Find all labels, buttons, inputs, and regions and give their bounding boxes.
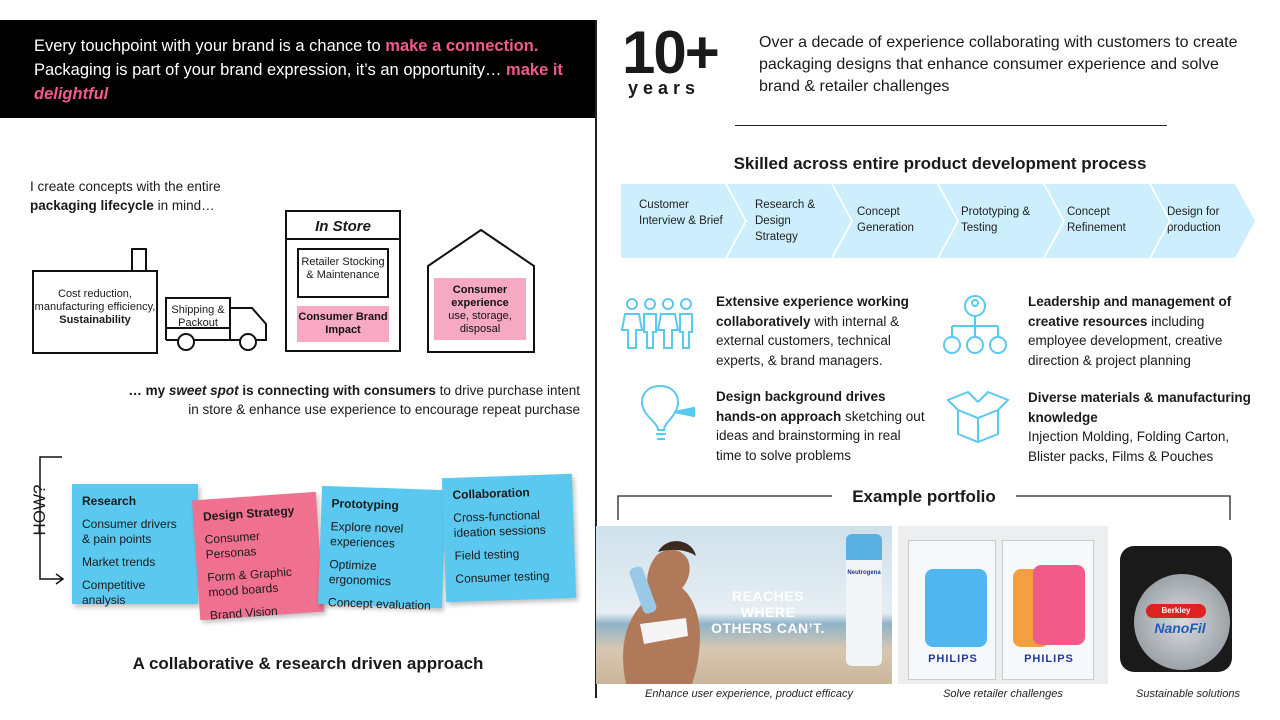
experience-rule: [735, 125, 1167, 126]
portfolio-bracket: [617, 495, 1231, 520]
portfolio-title: Example portfolio: [852, 487, 996, 506]
feature-collaboration: Extensive experience working collaborati…: [716, 294, 909, 368]
process-chevrons: Customer Interview & Brief Research & De…: [621, 184, 1255, 258]
open-box-icon: [946, 390, 1010, 444]
philips-logo: PHILIPS: [928, 653, 978, 665]
feature-leadership: Leadership and management of creative re…: [1028, 294, 1232, 368]
how-label: HOW?: [30, 484, 49, 536]
banner-text-2: Packaging is part of your brand expressi…: [34, 61, 507, 79]
years-unit: years: [628, 78, 701, 98]
portfolio-nanofil-image[interactable]: Berkley NanoFil: [1112, 526, 1252, 684]
column-divider: [595, 20, 597, 698]
house-consumer-experience: Consumer experience use, storage, dispos…: [434, 278, 526, 340]
lightbulb-icon: [640, 384, 695, 440]
process-step: Research & Design Strategy: [727, 184, 851, 258]
process-step: Prototyping & Testing: [939, 184, 1063, 258]
how-label-wrap: HOW?: [20, 478, 60, 548]
berkley-logo: Berkley: [1146, 604, 1206, 618]
process-step: Concept Generation: [833, 184, 957, 258]
philips-pack-blue: PHILIPS: [908, 540, 996, 680]
truck-label: Shipping & Packout: [171, 304, 225, 329]
note-design-strategy: Design Strategy Consumer Personas Form &…: [191, 491, 325, 622]
banner-highlight-make: make it: [506, 61, 563, 79]
factory-chimney: [131, 248, 147, 272]
store-title: In Store: [287, 212, 399, 240]
ad-headline: REACHES WHERE OTHERS CAN’T.: [711, 588, 825, 636]
caption-retailer: Solve retailer challenges: [943, 688, 1063, 700]
philips-logo: PHILIPS: [1024, 653, 1074, 665]
portfolio-philips-image[interactable]: PHILIPS PHILIPS: [898, 526, 1108, 684]
philips-pack-pink: PHILIPS: [1002, 540, 1094, 680]
note-prototyping: Prototyping Explore novel experiences Op…: [317, 485, 447, 613]
nanofil-logo: NanoFil: [1154, 620, 1206, 636]
how-bracket-icon: [39, 456, 65, 585]
note-collaboration: Collaboration Cross-functional ideation …: [441, 473, 577, 603]
feature-materials: Diverse materials & manufacturing knowle…: [1028, 390, 1251, 464]
store-sketch: In Store Retailer Stocking & Maintenance…: [285, 210, 401, 352]
banner-highlight-delightful: delightful: [34, 85, 109, 103]
team-people-icon: [620, 298, 693, 349]
experience-text: Over a decade of experience collaboratin…: [759, 34, 1238, 95]
feature-design-background: Design background drives hands-on approa…: [716, 389, 925, 463]
sunscreen-model-illustration: [623, 541, 700, 684]
process-step: Concept Refinement: [1045, 184, 1169, 258]
org-chart-icon: [943, 295, 1007, 354]
years-number: 10+: [622, 19, 720, 86]
header-banner: Every touchpoint with your brand is a ch…: [0, 20, 595, 118]
factory-sketch: Cost reduction, manufacturing efficiency…: [32, 270, 158, 354]
truck-sketch-icon: [165, 297, 267, 351]
sweet-spot-text: … my sweet spot is connecting with consu…: [128, 383, 580, 417]
portfolio-sunscreen-image[interactable]: REACHES WHERE OTHERS CAN’T. Neutrogena: [596, 526, 892, 684]
process-title: Skilled across entire product developmen…: [733, 154, 1147, 173]
banner-text: Every touchpoint with your brand is a ch…: [34, 37, 386, 55]
sunscreen-can: Neutrogena: [846, 534, 882, 666]
process-step: Customer Interview & Brief: [621, 184, 745, 258]
caption-user-experience: Enhance user experience, product efficac…: [645, 688, 853, 700]
neutrogena-label: Neutrogena: [847, 570, 881, 576]
store-retailer-box: Retailer Stocking & Maintenance: [297, 248, 389, 298]
store-consumer-impact: Consumer Brand Impact: [297, 306, 389, 342]
nanofil-pack: Berkley NanoFil: [1120, 546, 1232, 672]
approach-tagline: A collaborative & research driven approa…: [132, 654, 484, 673]
lifecycle-intro: I create concepts with the entire packag…: [30, 179, 221, 213]
banner-highlight-connection: make a connection.: [385, 37, 539, 55]
note-research: Research Consumer drivers & pain points …: [72, 484, 198, 607]
caption-sustainable: Sustainable solutions: [1136, 688, 1240, 700]
